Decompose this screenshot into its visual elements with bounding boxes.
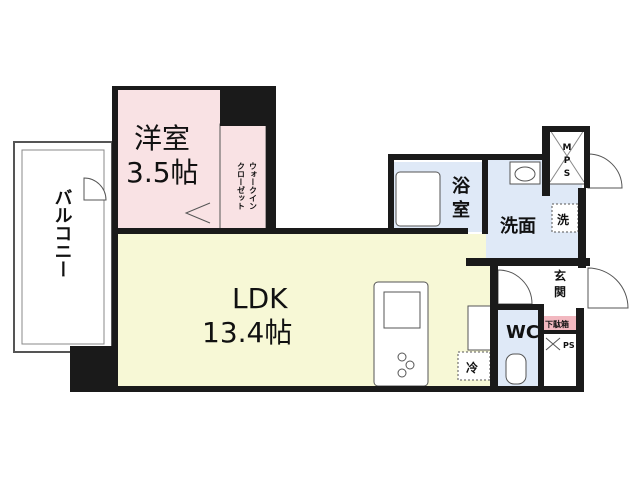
wall [484, 154, 544, 160]
washer-label: 洗 [557, 212, 569, 227]
balcony-area [13, 141, 113, 353]
bedroom-name: 洋室 [134, 122, 190, 155]
wall [538, 304, 544, 392]
wall [466, 258, 590, 266]
wall [276, 228, 468, 234]
wall [388, 154, 484, 160]
stove-burner [397, 352, 407, 362]
wall [388, 154, 394, 234]
toilet [505, 353, 527, 385]
basin-bowl [514, 166, 536, 182]
wall [112, 234, 118, 392]
closet-label-2: クローゼット [237, 162, 246, 210]
closet-label-1: ウォークイン [249, 162, 258, 210]
washroom-label: 洗面 [500, 215, 536, 237]
entrance-door-swing [497, 269, 533, 305]
wall [220, 86, 276, 126]
stove-burner [397, 368, 407, 378]
stove-burner [405, 360, 415, 370]
wall [490, 258, 498, 392]
balcony-door-swing [83, 177, 107, 201]
shoebox-label: 下駄箱 [545, 319, 569, 329]
wall [576, 308, 584, 392]
wall [112, 386, 498, 392]
bathtub [395, 171, 441, 227]
mps-label-m: M [563, 143, 572, 153]
wall [542, 126, 550, 196]
mps-label-p: P [564, 156, 571, 166]
wall [112, 228, 276, 234]
ldk-name: LDK [232, 282, 288, 315]
wall [584, 126, 590, 188]
wall [542, 126, 588, 132]
fridge-label: 冷 [466, 360, 478, 375]
balcony-inner-line [21, 149, 105, 345]
walls [70, 86, 590, 392]
wall [70, 346, 116, 392]
wall [496, 386, 546, 392]
ldk-area [116, 234, 492, 388]
ps-cross [545, 337, 561, 351]
bedroom-area [112, 86, 220, 228]
wc-label: WC [506, 322, 539, 343]
closet-door-swing [184, 202, 211, 224]
mps-cross [549, 129, 585, 183]
mps-label-s: S [564, 169, 570, 179]
wall [578, 188, 586, 268]
bath-label-1: 浴 [452, 176, 471, 197]
ps-label: PS [563, 341, 575, 350]
entrance-area [542, 268, 578, 316]
balcony-label: バルコニー [52, 188, 73, 278]
wall [496, 304, 542, 310]
front-door-swing [587, 267, 629, 309]
wall [112, 86, 220, 90]
closet-area [219, 123, 267, 231]
kitchen-sink [383, 291, 421, 329]
bedroom-size: 3.5帖 [126, 156, 199, 189]
wall [544, 386, 584, 392]
wall [482, 154, 488, 234]
wall [266, 124, 276, 234]
entrance-label-2: 関 [554, 285, 566, 299]
wall [112, 86, 118, 234]
ldk-size: 13.4帖 [202, 316, 292, 349]
entrance-label-1: 玄 [554, 268, 566, 283]
mps-door-swing [587, 153, 623, 189]
fridge-space [457, 351, 491, 381]
shoebox-area [544, 316, 578, 330]
wall [544, 330, 578, 334]
bath-label-2: 室 [452, 199, 470, 221]
